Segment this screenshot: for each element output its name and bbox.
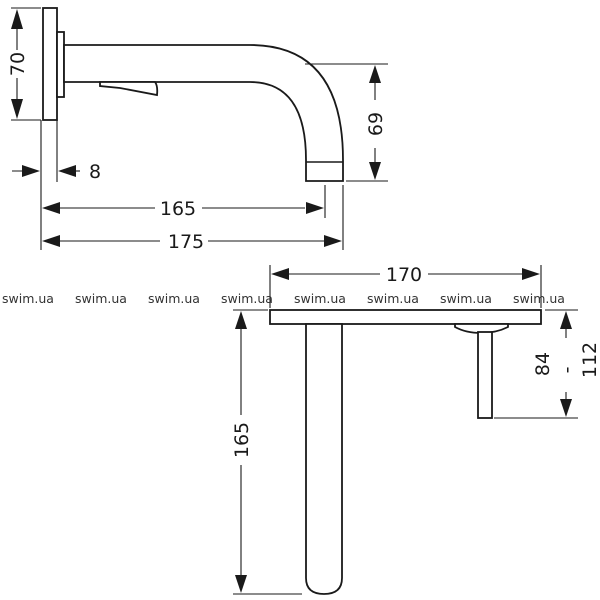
dim-8-arrow-left [22,165,40,177]
dim-165v-label: 165 [231,422,253,458]
watermark-text: swim.ua [367,291,419,306]
watermark-text: swim.ua [148,291,200,306]
dim-8-label: 8 [89,161,101,183]
dim-165-arrow-left [42,202,60,214]
watermark-text: swim.ua [75,291,127,306]
lever-handle [99,81,159,97]
watermark-text: swim.ua [2,291,54,306]
lever-stem [477,331,493,419]
dim-170-arrow-left [271,268,289,280]
dim-84-arrow-top [560,311,572,329]
watermark-text: swim.ua [440,291,492,306]
dim-range-separator: - [556,367,578,374]
dim-70-arrow-top [11,9,23,29]
dim-165v-arrow-top [235,311,247,329]
dim-112-label: 112 [579,342,600,378]
spout-arm [63,44,344,182]
watermark-text: swim.ua [294,291,346,306]
dim-69-arrow-bottom [369,162,381,180]
dim-84-label: 84 [532,352,554,376]
dim-70-label: 70 [7,52,29,76]
spout-front [305,323,343,595]
watermark-text: swim.ua [513,291,565,306]
watermark-row: swim.ua swim.ua swim.ua swim.ua swim.ua swim.… [2,291,565,306]
dim-8-arrow-right [58,165,76,177]
dim-70-arrow-bottom [11,99,23,119]
dim-175-arrow-right [324,235,342,247]
dim-165-arrow-right [306,202,324,214]
dim-84-arrow-bottom [560,399,572,417]
dim-175-label: 175 [168,231,204,253]
dim-170-arrow-right [522,268,540,280]
watermark-text: swim.ua [221,291,273,306]
dim-69-arrow-top [369,65,381,83]
dim-70-label-bg [6,50,28,78]
flange-collar [56,31,65,98]
dim-170-label: 170 [386,264,422,286]
side-view: 70 8 165 175 69 [6,7,388,253]
dim-69-label: 69 [365,112,387,136]
dim-175-arrow-left [42,235,60,247]
dim-165v-arrow-bottom [235,575,247,593]
wall-flange [42,7,58,121]
wall-plate [269,309,542,325]
dim-165-label: 165 [160,198,196,220]
